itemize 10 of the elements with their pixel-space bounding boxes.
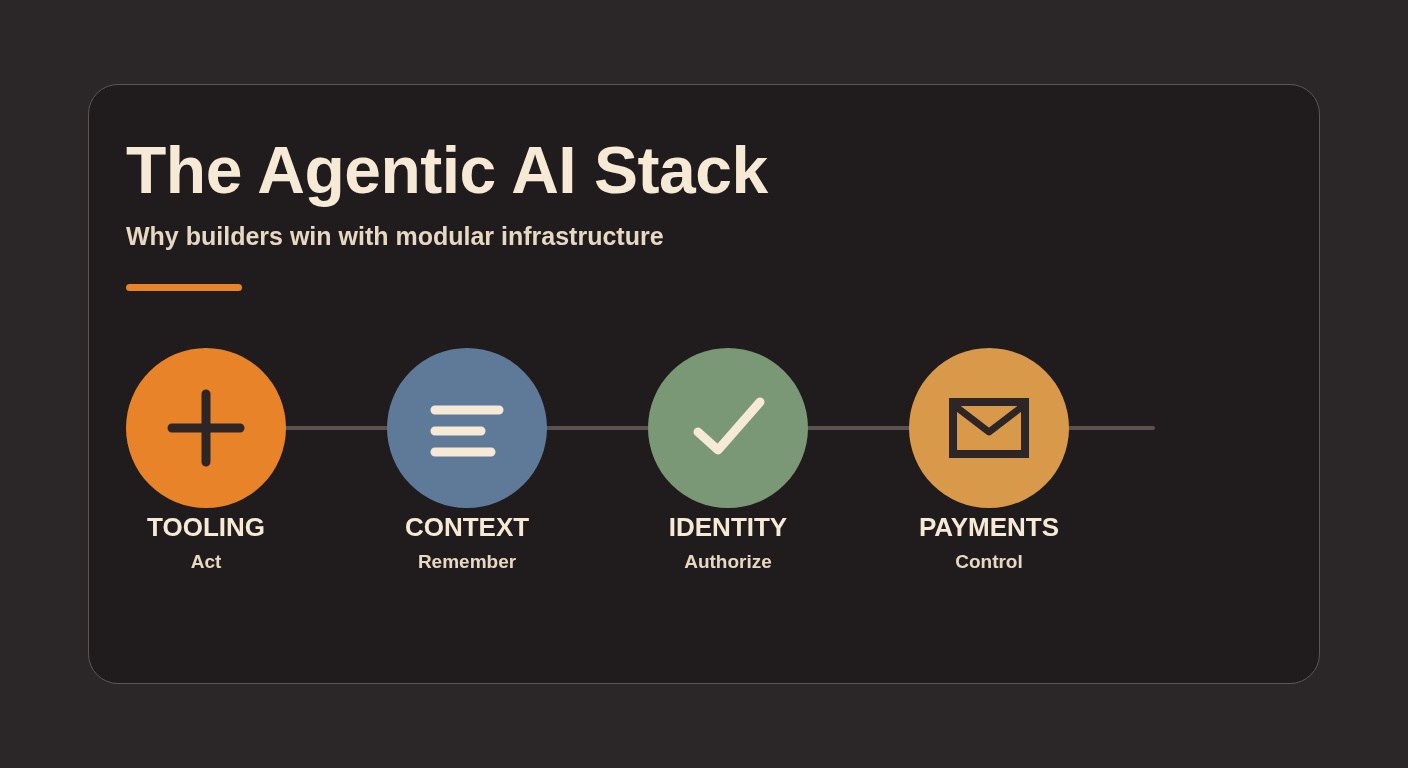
stage-subtitle: Control — [954, 551, 1024, 573]
stage-subtitle: Act — [189, 551, 223, 573]
stage-title: IDENTITY — [667, 512, 789, 543]
title: The Agentic AI Stack — [126, 132, 768, 208]
subtitle: Why builders win with modular infrastructure — [126, 222, 664, 251]
stage-title: TOOLING — [146, 512, 266, 543]
stage-subtitle: Authorize — [683, 551, 773, 573]
stage-subtitle: Remember — [416, 551, 518, 573]
stage-title: CONTEXT — [403, 512, 531, 543]
stage-title: PAYMENTS — [917, 512, 1061, 543]
